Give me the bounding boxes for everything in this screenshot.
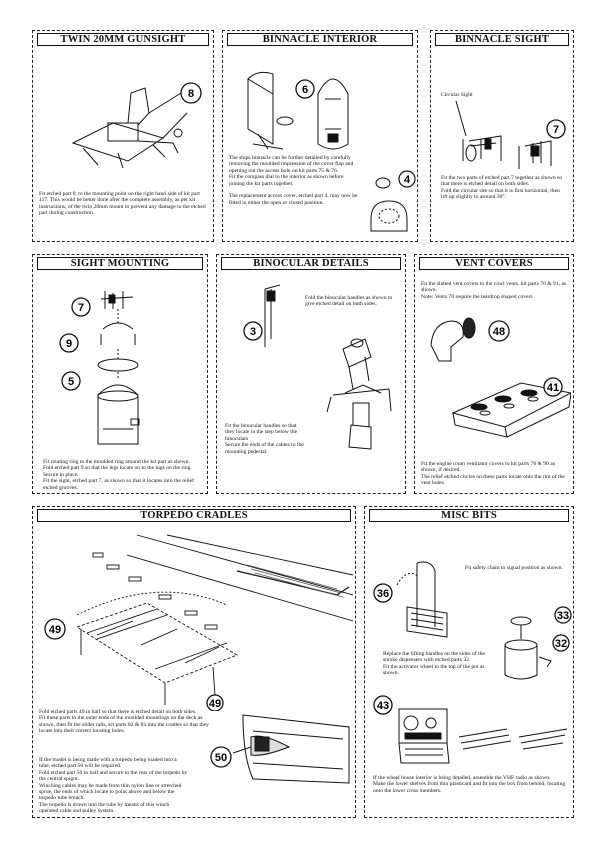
section-title: TWIN 20MM GUNSIGHT xyxy=(37,33,209,46)
misc-lifting-handles-text: Replace the lifting handles on the sides… xyxy=(383,651,485,677)
section-title: BINNACLE SIGHT xyxy=(435,33,569,46)
callout-7: 7 xyxy=(78,302,84,314)
binocular-instructions-bottom: Fit the binocular handles so that they l… xyxy=(225,423,304,455)
callout-41: 41 xyxy=(547,382,559,394)
callout-33: 33 xyxy=(557,610,569,622)
binnacle-interior-instructions: The ships binnacle can be further detail… xyxy=(229,155,358,206)
panel-vent-covers: VENT COVERS Fit the slatted vent covers … xyxy=(414,254,574,494)
binnacle-diagram: 6 xyxy=(233,49,413,159)
section-title: BINOCULAR DETAILS xyxy=(221,257,401,270)
section-title: BINNACLE INTERIOR xyxy=(227,33,413,46)
misc-safety-chain-text: Fit safety chain to signal position as s… xyxy=(465,565,563,571)
callout-3: 3 xyxy=(250,326,256,338)
vhf-radio-diagram: 43 xyxy=(369,693,569,769)
vent-covers-instructions-top: Fit the slatted vent covers to the cowl … xyxy=(421,281,567,300)
panel-binocular-details: BINOCULAR DETAILS Fold the binocular han… xyxy=(216,254,406,494)
smoke-dispenser-diagram: 33 32 xyxy=(491,603,575,683)
callout-7: 7 xyxy=(553,124,559,136)
circular-sight-label: Circular Sight xyxy=(441,92,473,98)
panel-binnacle-sight: BINNACLE SIGHT Circular Sight 7 Fit the … xyxy=(430,30,574,242)
callout-9: 9 xyxy=(66,338,72,350)
gunsight-diagram: 8 xyxy=(53,53,203,173)
torpedo-tube-diagram: 50 xyxy=(193,707,353,787)
callout-36: 36 xyxy=(377,588,389,600)
section-title: VENT COVERS xyxy=(419,257,569,270)
binnacle-sight-diagram: 7 xyxy=(441,91,569,171)
misc-vhf-radio-text: If the wheel house interior is being det… xyxy=(373,775,566,794)
panel-twin-20mm-gunsight: TWIN 20MM GUNSIGHT 8 Fit etched part 8, … xyxy=(32,30,214,242)
callout-49: 49 xyxy=(49,624,61,636)
binocular-instructions-top: Fold the binocular handles as shown to g… xyxy=(305,295,393,308)
callout-32: 32 xyxy=(555,638,567,650)
panel-misc-bits: MISC BITS Fit safety chain to signal pos… xyxy=(364,506,574,818)
vent-covers-diagram: 48 41 xyxy=(421,303,571,443)
torpedo-cradles-diagram: 49 49 xyxy=(37,525,353,711)
twin20mm-instructions: Fit etched part 8, to the mounting point… xyxy=(39,191,206,217)
binnacle-sight-instructions: Fit the two parts of etched part 7 toget… xyxy=(441,175,563,201)
panel-sight-mounting: SIGHT MOUNTING 7 9 5 Fit rotating ring xyxy=(32,254,208,494)
torpedo-instructions-top: Fold etched parts 49 in half so that the… xyxy=(39,709,209,735)
callout-50: 50 xyxy=(215,752,227,764)
torpedo-instructions-bottom: If the model is being made with a torped… xyxy=(39,757,188,815)
callout-49-lower: 49 xyxy=(209,698,221,710)
section-title: MISC BITS xyxy=(369,509,569,522)
vent-covers-instructions-bottom: Fit the engine room ventilator covers to… xyxy=(421,461,565,487)
sight-mounting-instructions: Fit rotating ring to the moulded ring ar… xyxy=(43,459,194,491)
panel-torpedo-cradles: TORPEDO CRADLES 49 xyxy=(32,506,356,818)
callout-5: 5 xyxy=(68,376,74,388)
callout-8: 8 xyxy=(188,88,194,100)
section-title: TORPEDO CRADLES xyxy=(37,509,351,522)
section-title: SIGHT MOUNTING xyxy=(37,257,203,270)
callout-4: 4 xyxy=(404,174,411,186)
signal-position-diagram: 36 xyxy=(369,557,459,645)
callout-6: 6 xyxy=(302,84,308,96)
callout-48: 48 xyxy=(493,326,505,338)
binocular-diagram: 3 xyxy=(225,277,401,457)
access-cover-diagram: 4 xyxy=(363,161,417,241)
sight-mounting-diagram: 7 9 5 xyxy=(43,279,193,455)
callout-43: 43 xyxy=(377,700,389,712)
panel-binnacle-interior: BINNACLE INTERIOR 6 4 xyxy=(222,30,418,242)
